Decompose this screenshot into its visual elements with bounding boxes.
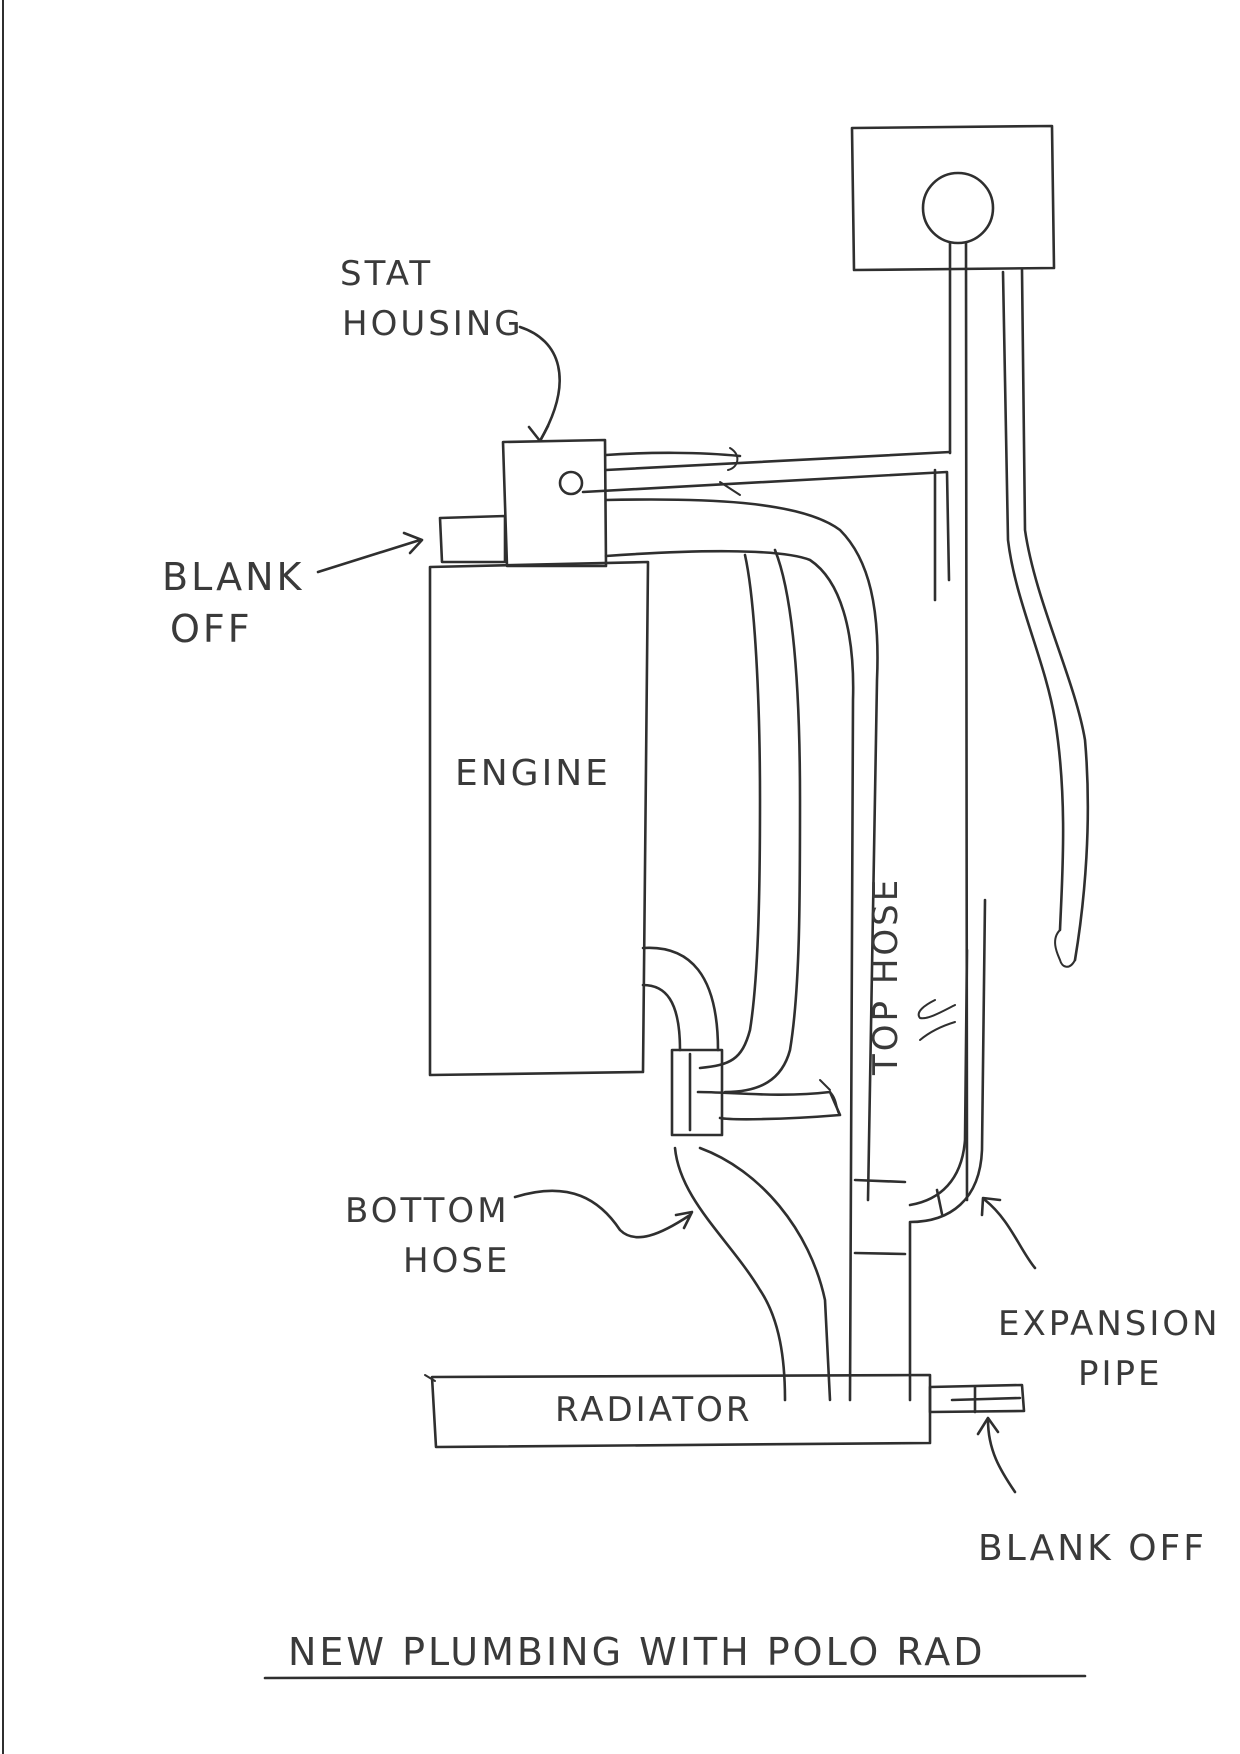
top-hose-label: TOP HOSE xyxy=(866,877,906,1076)
tank-hose-to-engine xyxy=(1001,268,1090,968)
bottom-hose xyxy=(673,1146,832,1402)
blank-off-right-plug xyxy=(928,1383,1026,1414)
expansion-pipe-arrow xyxy=(980,1196,1037,1270)
stat-housing-label-line2: HOUSING xyxy=(342,304,524,344)
blank-off-right-label: BLANK OFF xyxy=(978,1528,1207,1569)
stat-housing-arrow xyxy=(518,325,561,443)
expansion-pipe-label-line2: PIPE xyxy=(1078,1354,1163,1394)
top-hose xyxy=(604,498,907,1402)
blank-off-left-plug xyxy=(438,514,507,564)
blank-off-left-arrow xyxy=(316,531,424,574)
radiator-label: RADIATOR xyxy=(555,1390,753,1430)
blank-off-left-label-line2: OFF xyxy=(170,607,253,651)
expansion-tank xyxy=(850,124,1056,272)
bottom-hose-label: BOTTOM xyxy=(345,1191,510,1231)
water-pump-connector xyxy=(670,1048,842,1137)
title-underline xyxy=(263,1674,1087,1680)
blank-off-left-label: BLANK xyxy=(162,555,304,599)
heater-pipe xyxy=(581,447,952,602)
heater-return-hose xyxy=(698,548,802,1094)
blank-off-right-arrow xyxy=(976,1416,1017,1494)
expansion-pipe-label: EXPANSION xyxy=(998,1304,1221,1344)
bottom-hose-arrow xyxy=(513,1189,694,1239)
tank-outlet-pipe xyxy=(948,241,969,1202)
stat-housing-label: STAT xyxy=(340,254,433,294)
engine-block xyxy=(428,560,650,1077)
stat-housing xyxy=(501,438,608,568)
engine-label: ENGINE xyxy=(455,753,611,794)
radiator xyxy=(424,1373,932,1449)
bottom-hose-label-line2: HOSE xyxy=(403,1241,510,1281)
page-title: NEW PLUMBING WITH POLO RAD xyxy=(288,1630,986,1674)
engine-outlet-elbow xyxy=(641,946,720,1052)
expansion-pipe xyxy=(908,898,987,1402)
